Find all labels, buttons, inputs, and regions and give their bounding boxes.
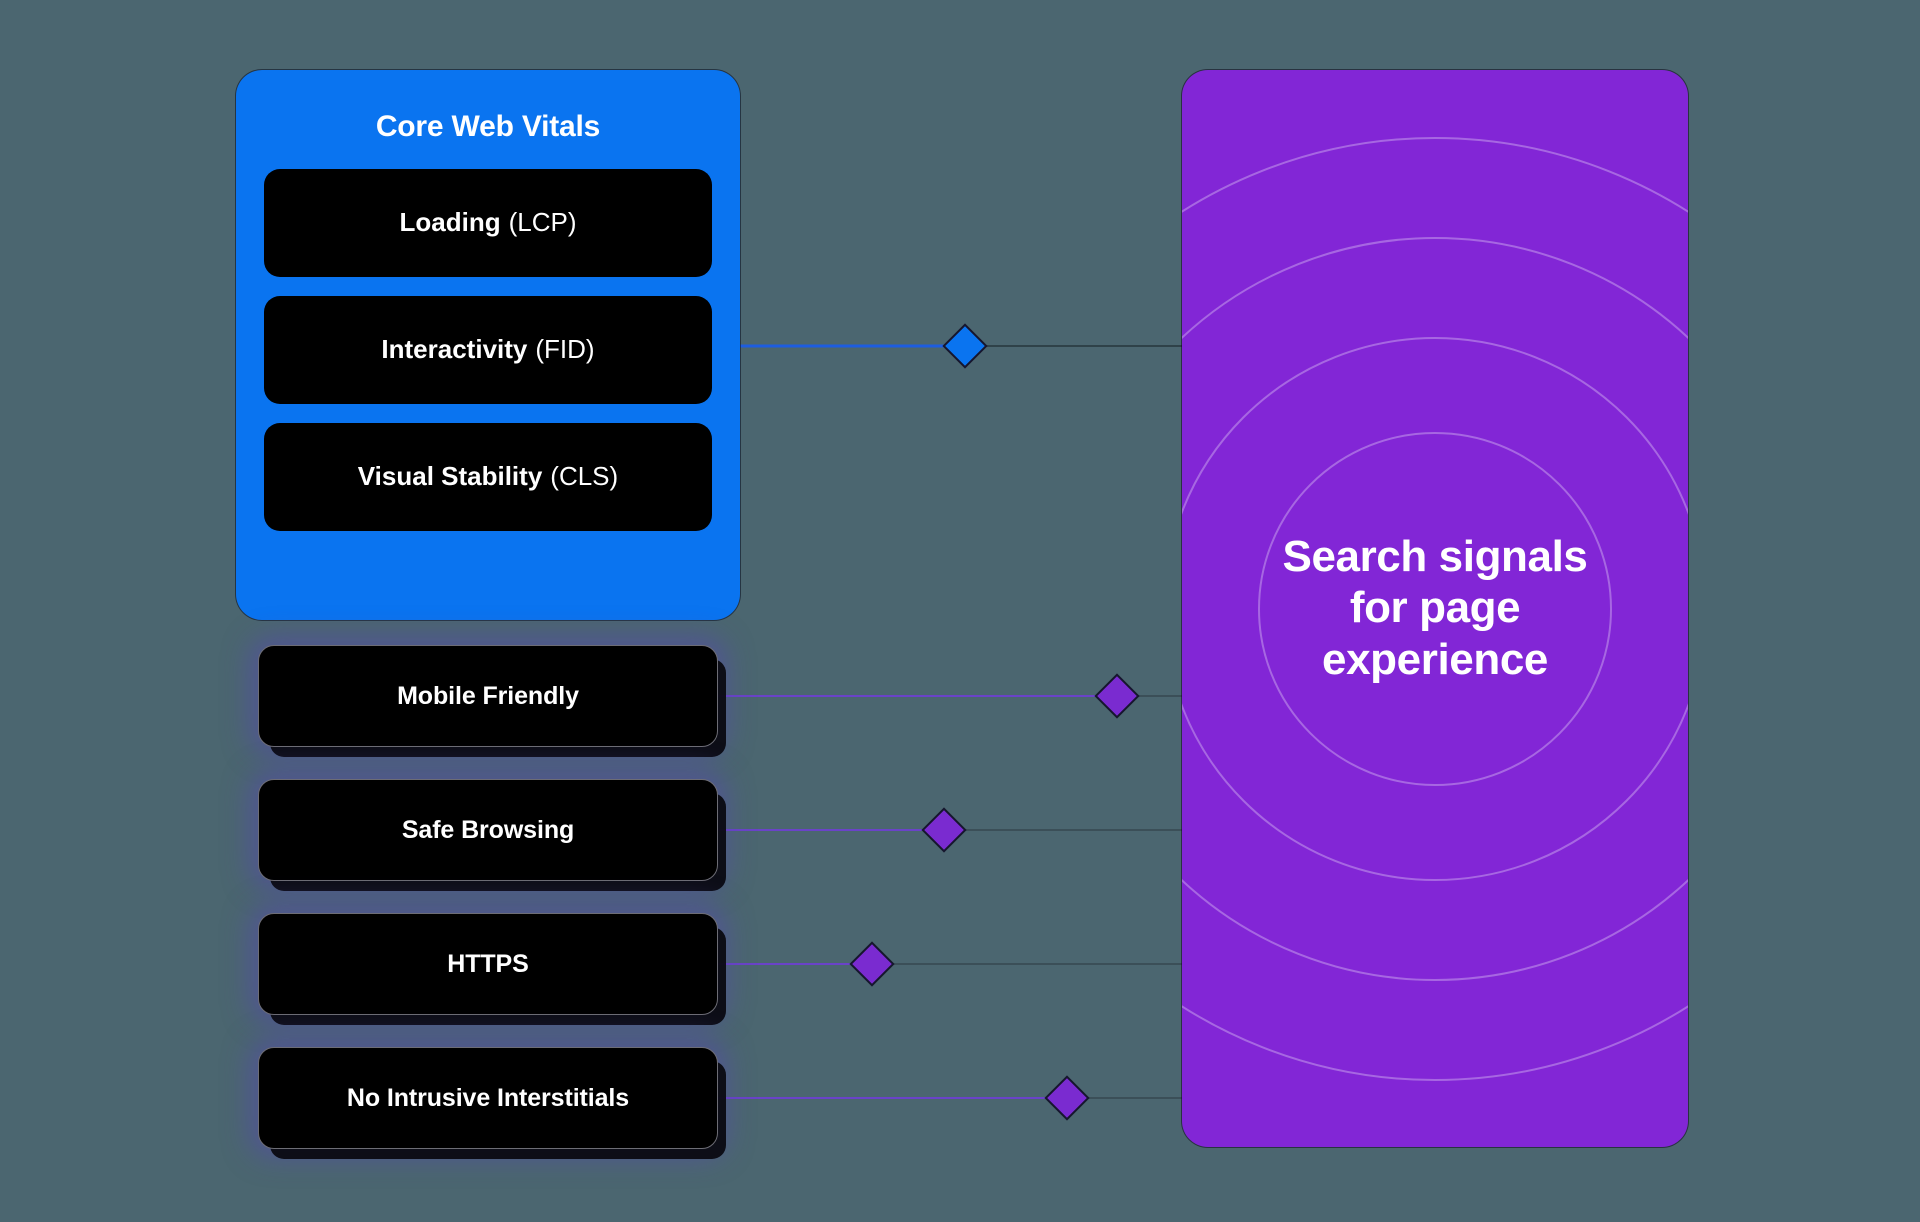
vital-abbreviation: (CLS) [550,461,619,492]
connector-marker-safe-browsing [921,807,967,853]
vital-card-loading[interactable]: Loading (LCP) [264,169,712,277]
search-signals-title: Search signals for page experience [1225,531,1645,687]
connector-marker-mobile-friendly [1094,673,1140,719]
signal-card-label: HTTPS [447,949,529,978]
ring-third-icon [1182,336,1688,881]
ring-outer-icon [1182,136,1688,1081]
vital-term: Interactivity [381,334,528,365]
signal-card-https[interactable]: HTTPS [258,913,718,1015]
core-web-vitals-panel: Core Web Vitals Loading (LCP) Interactiv… [236,70,740,620]
ring-inner-icon [1258,431,1612,786]
core-web-vitals-list: Loading (LCP) Interactivity (FID) Visual… [264,169,712,531]
vital-abbreviation: (FID) [535,334,595,365]
search-signals-title-line-2: for page [1349,583,1521,633]
signal-card-no-intrusive-interstitials[interactable]: No Intrusive Interstitials [258,1047,718,1149]
search-signals-panel: Search signals for page experience [1182,70,1688,1147]
signal-card-mobile-friendly[interactable]: Mobile Friendly [258,645,718,747]
vital-card-visual-stability[interactable]: Visual Stability (CLS) [264,423,712,531]
connector-marker-no-intrusive-interstitials [1044,1075,1090,1121]
search-signals-title-line-1: Search signals [1282,531,1588,581]
vital-term: Loading [399,207,501,238]
vital-card-interactivity[interactable]: Interactivity (FID) [264,296,712,404]
signal-card-label: Safe Browsing [401,815,575,844]
vital-term: Visual Stability [357,461,543,492]
connector-marker-core-web-vitals [942,323,988,369]
signal-card-safe-browsing[interactable]: Safe Browsing [258,779,718,881]
search-signals-title-line-3: experience [1322,635,1548,685]
ring-second-icon [1182,236,1688,981]
connector-marker-https [849,941,895,987]
core-web-vitals-title: Core Web Vitals [375,110,601,143]
concentric-rings-decoration [1182,70,1688,1147]
signal-card-label: No Intrusive Interstitials [346,1083,630,1112]
vital-abbreviation: (LCP) [508,207,577,238]
signal-card-label: Mobile Friendly [397,681,579,710]
